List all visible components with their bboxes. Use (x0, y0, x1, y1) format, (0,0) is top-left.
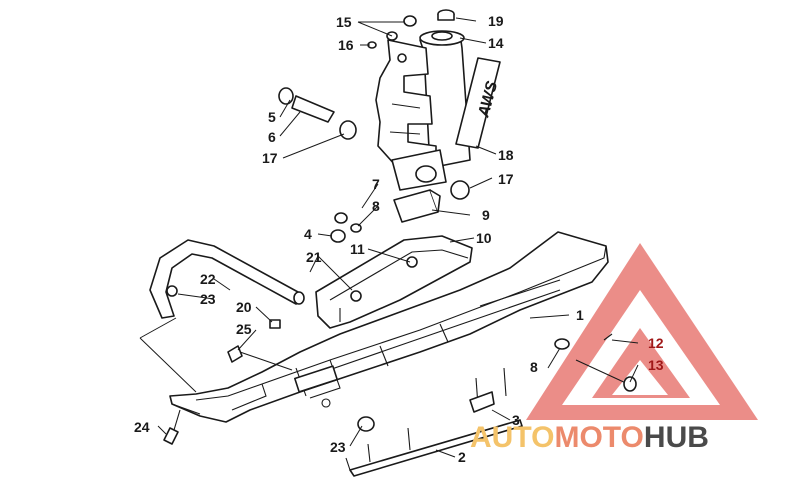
callout-17: 17 (262, 150, 278, 166)
callout-20: 20 (236, 299, 252, 315)
callouts: 1 2 3 4 5 6 7 8 8 9 10 11 12 13 14 15 16… (134, 13, 664, 465)
callout-10: 10 (476, 230, 492, 246)
callout-9: 9 (482, 207, 490, 223)
ski (169, 231, 609, 423)
callout-8: 8 (372, 198, 380, 214)
callout-23b: 23 (330, 439, 346, 455)
callout-17b: 17 (498, 171, 514, 187)
callout-23: 23 (200, 291, 216, 307)
ski-handle-loop (149, 239, 305, 319)
callout-25: 25 (236, 321, 252, 337)
callout-11: 11 (350, 241, 365, 257)
callout-24: 24 (134, 419, 150, 435)
callout-1: 1 (576, 307, 584, 323)
watermark-triangle (526, 243, 758, 420)
callout-6: 6 (268, 129, 276, 145)
callout-2: 2 (458, 449, 466, 465)
callout-12: 12 (648, 335, 664, 351)
callout-7: 7 (372, 176, 380, 192)
callout-8b: 8 (530, 359, 538, 375)
wear-bar (345, 367, 523, 477)
callout-15: 15 (336, 14, 352, 30)
callout-4: 4 (304, 226, 312, 242)
callout-5: 5 (268, 109, 276, 125)
callout-19: 19 (488, 13, 504, 29)
hardware (163, 9, 637, 445)
watermark-logo: AUTOMOTOHUB (470, 421, 709, 454)
callout-13: 13 (648, 357, 664, 373)
watermark-auto: AUTO (470, 421, 554, 454)
ski-saddle (315, 235, 473, 329)
callout-16: 16 (338, 37, 354, 53)
callout-14: 14 (488, 35, 504, 51)
callout-21: 21 (306, 249, 322, 265)
watermark-moto: MOTO (554, 421, 643, 454)
watermark-hub: HUB (644, 421, 709, 454)
spindle (375, 30, 471, 191)
leader-lines (139, 17, 639, 458)
callout-3: 3 (512, 412, 520, 428)
callout-18: 18 (498, 147, 514, 163)
svg-text:AUTOMOTOHUB: AUTOMOTOHUB (470, 421, 709, 454)
callout-22: 22 (200, 271, 216, 287)
